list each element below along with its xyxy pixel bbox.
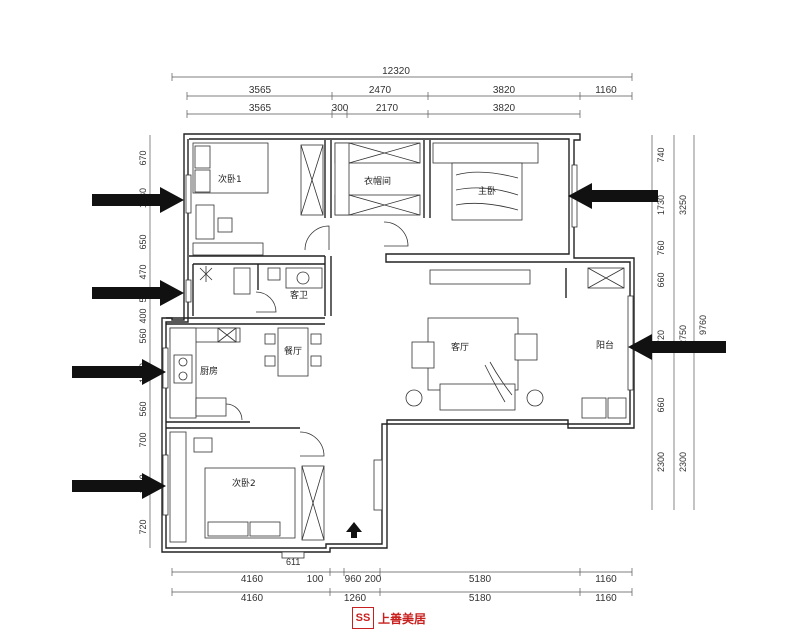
- dim-right2-0: 3250: [678, 195, 688, 215]
- walls: [161, 133, 635, 553]
- dim-top1-d: 1160: [595, 85, 617, 96]
- master-furniture: [432, 142, 539, 221]
- dim-bottom1-f: 1160: [595, 574, 617, 585]
- bedroom1-furniture: [192, 142, 324, 256]
- dim-bottom2-c: 5180: [469, 593, 492, 604]
- windows: [162, 164, 634, 516]
- doors: [225, 221, 409, 457]
- dim-left-6: 560: [138, 328, 148, 343]
- dim-right1-6: 2300: [656, 452, 666, 472]
- dim-top2-c: 2170: [376, 103, 399, 114]
- cloakroom-furniture: [334, 142, 421, 216]
- brand-logo: SS 上善美居: [352, 607, 460, 629]
- top-dimensions: 12320 3565 2470 3820 1160 3565 300 2170 …: [171, 66, 633, 118]
- arrow-left-icon: [628, 334, 726, 360]
- label-kitchen: 厨房: [200, 365, 218, 377]
- dim-bottom1-a: 4160: [241, 574, 264, 585]
- dim-top1-b: 2470: [369, 85, 392, 96]
- dim-total-top: 12320: [382, 66, 410, 77]
- dim-right1-2: 760: [656, 240, 666, 255]
- arrow-left-icon: [568, 183, 658, 209]
- dim-bottom1-c: 960: [345, 574, 362, 585]
- dim-left-8: 560: [138, 401, 148, 416]
- dim-right2-2: 2300: [678, 452, 688, 472]
- dim-right1-5: 660: [656, 397, 666, 412]
- label-balcony: 阳台: [596, 339, 614, 351]
- logo-name: 上善美居: [378, 611, 427, 626]
- dim-right-total: 9760: [698, 315, 708, 335]
- dim-left-0: 670: [138, 150, 148, 165]
- dim-right1-4: 1720: [656, 330, 666, 350]
- dim-right1-1: 1730: [656, 195, 666, 215]
- label-dining: 餐厅: [284, 345, 302, 357]
- living-furniture: [405, 317, 544, 411]
- dim-top2-d: 3820: [493, 103, 516, 114]
- dining-furniture: [264, 327, 322, 377]
- dim-left-5: 400: [138, 308, 148, 323]
- bedroom2-furniture: [169, 431, 325, 559]
- dim-left-3: 470: [138, 264, 148, 279]
- dim-top2-a: 3565: [249, 103, 272, 114]
- dim-bottom2-d: 1160: [595, 593, 617, 604]
- dim-right1-3: 660: [656, 272, 666, 287]
- bath-fixtures: [199, 266, 323, 295]
- arrow-right-icon: [72, 359, 166, 385]
- dim-top1-c: 3820: [493, 85, 516, 96]
- dim-bottom2-a: 4160: [241, 593, 264, 604]
- dim-bottom2-b: 1260: [344, 593, 367, 604]
- dim-left-9: 700: [138, 432, 148, 447]
- logo-mark-icon: SS: [352, 607, 374, 629]
- arrow-right-icon: [72, 473, 166, 499]
- right-dimensions: 740 1730 760 660 1720 660 2300 3250 2750…: [651, 135, 708, 510]
- dim-bottom1-e: 5180: [469, 574, 492, 585]
- label-bedroom2: 次卧2: [232, 477, 256, 489]
- bottom-dimensions: 4160 100 960 200 5180 1160 4160 1260 518…: [171, 568, 633, 604]
- entrance-arrow-icon: [346, 522, 362, 538]
- dim-bottom1-b: 100: [307, 574, 324, 585]
- balcony-furniture: [581, 267, 627, 419]
- dim-right1-0: 740: [656, 147, 666, 162]
- label-living: 客厅: [451, 341, 469, 353]
- dim-door-width: 611: [286, 557, 300, 567]
- label-bedroom1: 次卧1: [218, 173, 242, 185]
- arrow-right-icon: [92, 187, 184, 213]
- label-cloakroom: 衣帽间: [364, 175, 391, 187]
- dim-left-2: 650: [138, 234, 148, 249]
- dim-right2-1: 2750: [678, 325, 688, 345]
- label-master: 主卧: [478, 185, 496, 197]
- dim-bottom1-d: 200: [365, 574, 382, 585]
- kitchen-fixtures: [169, 327, 241, 419]
- room-labels: 次卧1 衣帽间 主卧 客卫 餐厅 客厅 阳台 厨房 次卧2: [200, 173, 614, 489]
- dim-top2-b: 300: [332, 103, 349, 114]
- label-guest-bath: 客卫: [290, 289, 308, 301]
- dim-top1-a: 3565: [249, 85, 272, 96]
- arrow-right-icon: [92, 280, 184, 306]
- dim-left-11: 720: [138, 519, 148, 534]
